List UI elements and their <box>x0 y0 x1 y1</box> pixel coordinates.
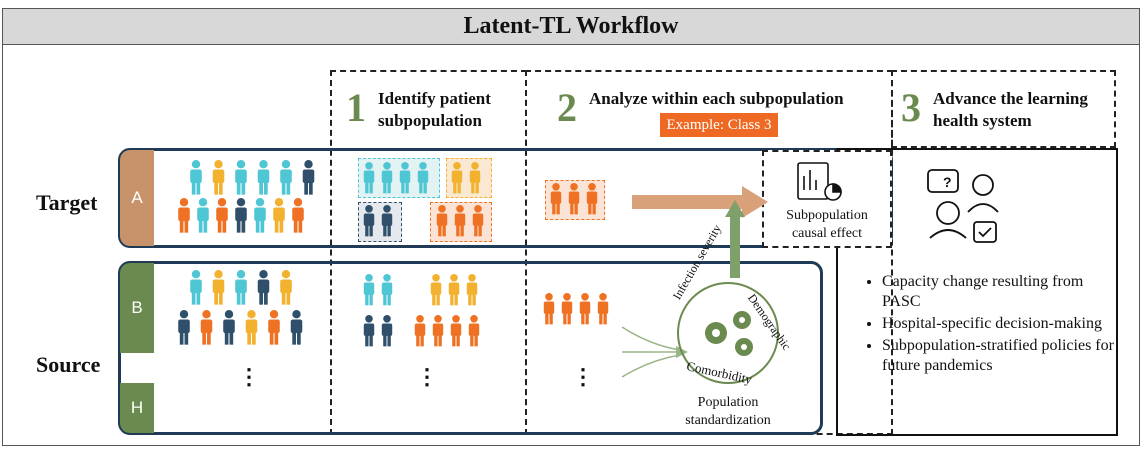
question-mark-icon: ? <box>943 174 952 190</box>
bullet-item: Hospital-specific decision-making <box>882 314 1122 334</box>
person-icon <box>399 162 411 194</box>
example-badge: Example: Class 3 <box>660 113 778 137</box>
person-icon <box>268 310 280 345</box>
standardization-caption: Population standardization <box>685 395 771 428</box>
person-icon <box>223 310 235 345</box>
arrow-to-effect <box>632 186 768 218</box>
person-icon <box>451 162 463 194</box>
diagram-frame <box>2 8 1140 446</box>
person-icon <box>178 198 190 233</box>
step3-header-box <box>891 70 1116 148</box>
person-icon <box>254 198 266 233</box>
step1-text: Identify patient subpopulation <box>378 89 491 130</box>
target-label: Target <box>36 190 98 215</box>
population-ring <box>677 282 779 384</box>
person-icon <box>245 310 258 345</box>
person-icon <box>190 160 202 195</box>
person-icon <box>363 162 375 194</box>
person-icon <box>212 270 225 305</box>
person-icon <box>292 198 304 233</box>
tab-b: B <box>120 263 154 353</box>
step1-number: 1 <box>346 85 366 130</box>
person-icon <box>586 183 598 215</box>
person-icon <box>280 160 292 195</box>
outcome-bullets: Capacity change resulting from PASC Hosp… <box>862 272 1122 378</box>
person-icon <box>381 274 393 306</box>
person-icon <box>466 274 478 306</box>
source-frame <box>118 261 823 435</box>
person-icon <box>200 310 213 345</box>
person-icon <box>454 205 466 237</box>
gears-icon <box>705 311 753 356</box>
person-icon <box>216 198 228 233</box>
causal-effect-caption: Subpopulation causal effect <box>786 208 868 241</box>
person-icon <box>381 315 393 347</box>
chart-report-icon <box>797 162 842 201</box>
person-icon <box>302 160 315 195</box>
person-icon <box>561 293 573 325</box>
diagram-title: Latent-TL Workflow <box>3 9 1139 45</box>
person-icon <box>363 315 375 347</box>
person-icon <box>381 205 393 237</box>
person-icon <box>468 315 480 347</box>
person-icon <box>257 270 270 305</box>
step2-number: 2 <box>557 85 577 130</box>
person-icon <box>472 205 484 237</box>
step3-text: Advance the learning health system <box>933 89 1088 130</box>
person-icon <box>290 310 303 345</box>
person-icon <box>190 270 202 305</box>
person-icon <box>363 205 375 237</box>
arrow-up-green <box>725 200 745 278</box>
person-icon <box>235 270 247 305</box>
ellipsis-source-pool: ⋮ <box>238 364 260 389</box>
tab-h: H <box>120 383 154 433</box>
person-icon <box>550 183 562 215</box>
person-icon <box>273 198 285 233</box>
person-icon <box>417 162 429 194</box>
person-icon <box>235 160 247 195</box>
person-icon <box>212 160 225 195</box>
step3-number: 3 <box>901 85 921 130</box>
person-icon <box>197 198 209 233</box>
consultation-icon <box>927 169 999 243</box>
person-icon <box>280 270 292 305</box>
source-label: Source <box>36 352 101 377</box>
person-icon <box>597 293 609 325</box>
person-icon <box>430 274 442 306</box>
person-icon <box>257 160 270 195</box>
person-icon <box>381 162 393 194</box>
ellipsis-step1: ⋮ <box>416 364 438 389</box>
person-icon <box>543 293 555 325</box>
person-icon <box>469 162 481 194</box>
person-icon <box>568 183 580 215</box>
step3-outcome-box <box>836 148 1118 436</box>
person-icon <box>235 198 247 233</box>
step2-text: Analyze within each subpopulation <box>589 89 844 108</box>
ellipsis-step2: ⋮ <box>572 364 594 389</box>
person-icon <box>436 205 448 237</box>
person-icon <box>579 293 591 325</box>
person-icon <box>363 274 375 306</box>
person-icon <box>448 274 460 306</box>
person-icon <box>178 310 190 345</box>
person-icon <box>414 315 426 347</box>
tab-a: A <box>120 150 154 246</box>
person-icon <box>450 315 462 347</box>
bullet-item: Capacity change resulting from PASC <box>882 272 1122 312</box>
person-icon <box>432 315 444 347</box>
bullet-item: Subpopulation-stratified policies for fu… <box>882 336 1122 376</box>
